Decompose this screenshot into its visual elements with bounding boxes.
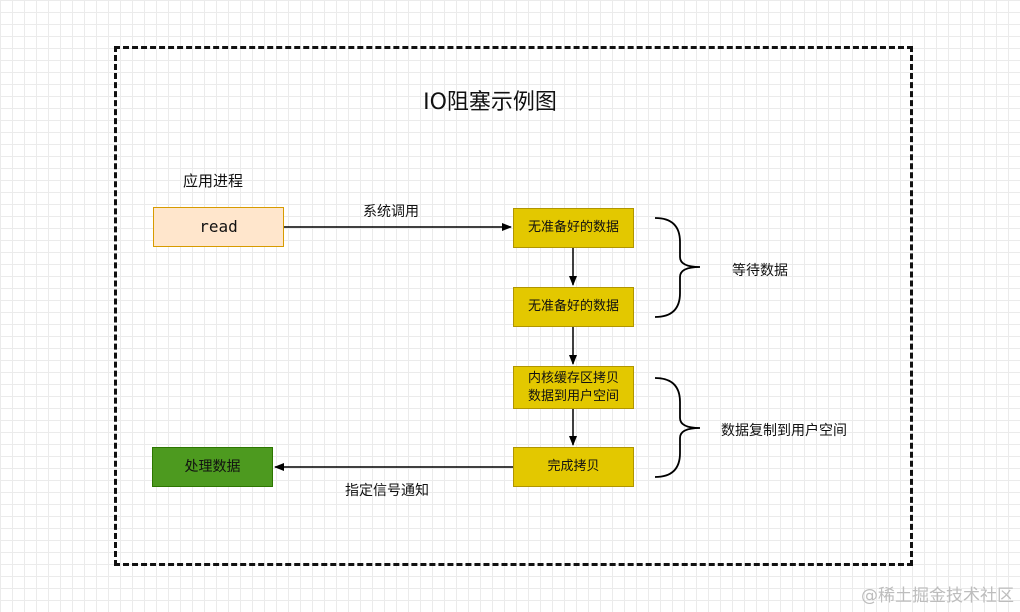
kernel-copy-box: 内核缓存区拷贝 数据到用户空间	[513, 366, 634, 409]
diagram-title: IO阻塞示例图	[423, 90, 557, 115]
dashed-frame	[114, 46, 913, 566]
read-box: read	[153, 207, 284, 247]
no-data-box-2: 无准备好的数据	[513, 287, 634, 327]
process-label: 应用进程	[183, 172, 244, 190]
kernel-copy-line-1: 内核缓存区拷贝	[527, 370, 619, 386]
copy-done-box: 完成拷贝	[513, 447, 634, 487]
wait-data-label: 等待数据	[732, 263, 788, 279]
kernel-copy-line-2: 数据到用户空间	[527, 388, 619, 404]
process-data-box: 处理数据	[152, 447, 273, 487]
syscall-label: 系统调用	[363, 204, 419, 220]
signal-label: 指定信号通知	[345, 483, 429, 499]
no-data-box-1: 无准备好的数据	[513, 208, 634, 248]
watermark: @稀土掘金技术社区	[861, 586, 1014, 606]
copy-to-user-label: 数据复制到用户空间	[721, 423, 847, 439]
